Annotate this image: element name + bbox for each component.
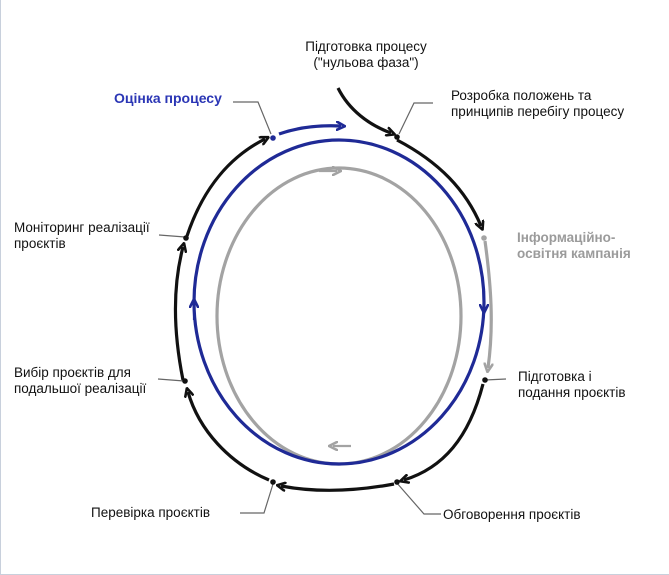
point-discuss [394,479,400,485]
label-line: Вибір проєктів для [14,365,131,380]
arc-monitor-to-evaluate [185,139,265,237]
arc-select-to-monitor [173,247,184,381]
point-evaluate [270,135,276,141]
blue-ring [192,138,486,466]
label-line: Підготовка і [518,369,592,384]
point-info [481,235,487,241]
label-line: освітня кампанія [517,246,631,261]
label-line: проєктів [14,236,66,251]
arc-evaluate-to-start [278,126,341,136]
point-monitor [183,235,189,241]
label-project-selection: Вибір проєктів для подальшої реалізації [14,365,146,397]
label-line: Підготовка процесу [305,39,427,54]
label-line: Перевірка проєктів [91,505,210,520]
label-line: подання проєктів [518,385,626,400]
label-project-discussion: Обговорення проєктів [443,507,581,523]
gray-ring [215,166,463,466]
point-submit [482,377,488,383]
arc-submit-to-discuss [404,383,485,480]
arc-discuss-to-check [281,484,395,492]
point-rules [394,134,400,140]
label-process-evaluation: Оцінка процесу [114,90,222,106]
label-line: Розробка положень та [451,88,592,103]
label-project-submission: Підготовка і подання проєктів [518,369,626,401]
label-line: Інформаційно- [517,230,616,245]
label-line: Моніторинг реалізації [14,220,150,235]
point-check [270,479,276,485]
label-rules-development: Розробка положень та принципів перебігу … [451,88,624,120]
arc-check-to-select [188,392,270,482]
point-select [182,378,188,384]
label-line: принципів перебігу процесу [451,104,625,119]
label-line: ("нульова фаза") [313,55,419,70]
arc-info-to-submit [485,240,491,368]
arc-prep-to-rules [336,87,391,133]
label-line: Обговорення проєктів [443,507,581,522]
arc-rules-to-info [396,138,481,226]
leader-lines [157,101,507,515]
label-implementation-monitoring: Моніторинг реалізації проєктів [14,220,150,252]
label-process-preparation: Підготовка процесу ("нульова фаза") [291,39,441,71]
label-line: Оцінка процесу [114,90,222,106]
label-line: подальшої реалізації [14,381,147,396]
label-info-campaign: Інформаційно- освітня кампанія [517,230,631,262]
label-project-check: Перевірка проєктів [91,505,210,521]
